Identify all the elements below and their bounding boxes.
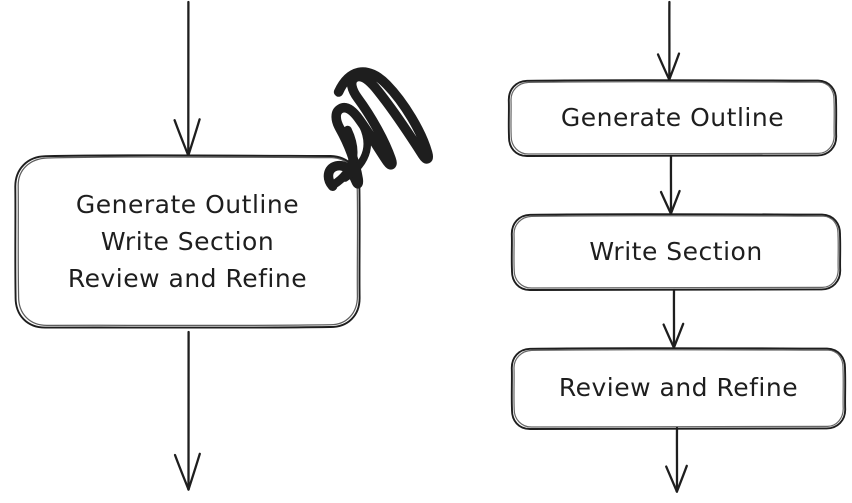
- arrow-out-of-review-and-refine: [665, 426, 688, 493]
- right-group: [507, 0, 847, 493]
- arrow-write-section-to-review-and-refine: [662, 288, 685, 349]
- arrow-out-of-merged-node: [173, 330, 201, 491]
- arrow-into-generate-outline: [656, 0, 681, 81]
- merged-steps-node-shape[interactable]: [14, 154, 361, 329]
- generate-outline-node-shape[interactable]: [507, 79, 838, 157]
- arrow-generate-outline-to-write-section: [659, 154, 681, 215]
- left-group: [14, 0, 433, 491]
- scribble-annotation: [323, 67, 433, 191]
- review-and-refine-node-shape[interactable]: [510, 347, 847, 430]
- write-section-node-shape[interactable]: [510, 213, 842, 291]
- arrow-into-merged-node: [173, 0, 201, 157]
